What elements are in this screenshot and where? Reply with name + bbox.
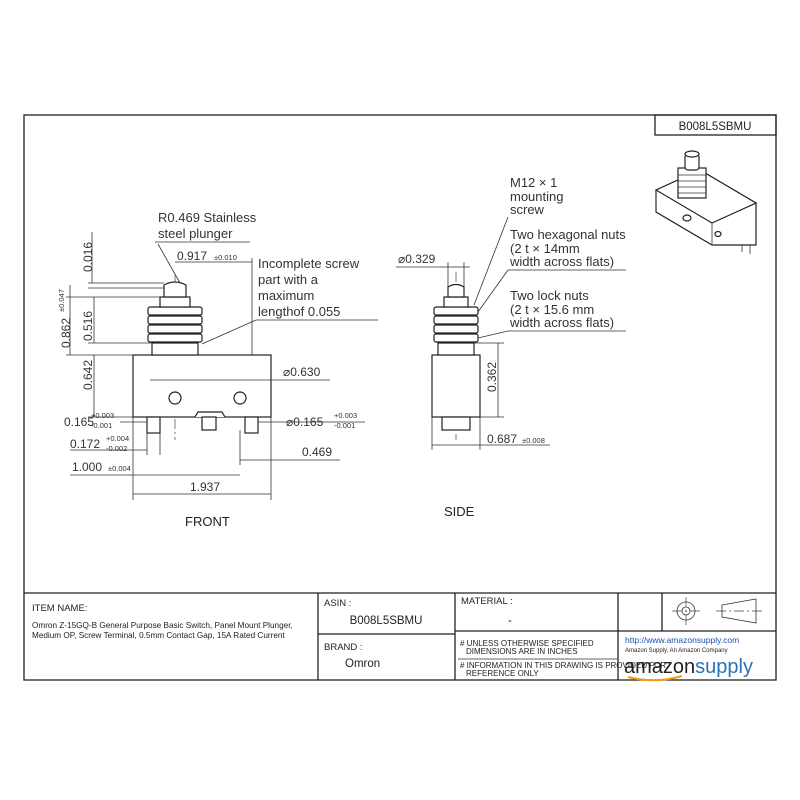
- dim-0-016: 0.016: [81, 242, 95, 272]
- note-mounting-3: screw: [510, 202, 545, 217]
- brand-value: Omron: [345, 658, 380, 670]
- dim-0-362: 0.362: [485, 362, 499, 392]
- note-mounting-1: M12 × 1: [510, 175, 557, 190]
- material-value: -: [508, 615, 512, 627]
- front-body: [132, 354, 272, 418]
- note-screw-3: maximum: [258, 288, 314, 303]
- note-mounting-2: mounting: [510, 189, 563, 204]
- brand-label: BRAND :: [324, 642, 363, 653]
- note-reference-1: # INFORMATION IN THIS DRAWING IS PROVIDE…: [460, 661, 666, 670]
- note-lock-1: Two lock nuts: [510, 288, 589, 303]
- isometric-view: [654, 150, 758, 254]
- side-dimensions: ⌀0.329 M12 × 1 mounting screw Two hexago…: [396, 175, 626, 519]
- note-lock-2: (2 t × 15.6 mm: [510, 302, 594, 317]
- side-plunger: [447, 283, 465, 298]
- dim-1-000: 1.000: [72, 460, 102, 474]
- note-hex-3: width across flats): [509, 254, 614, 269]
- item-name-line2: Medium OP, Screw Terminal, 0.5mm Contact…: [32, 631, 285, 640]
- projection-symbol: [672, 597, 762, 625]
- side-view: [431, 272, 481, 440]
- dim-phi-0-165: ⌀0.165: [286, 415, 324, 429]
- logo-smile: [627, 675, 683, 682]
- note-reference-2: REFERENCE ONLY: [466, 669, 539, 678]
- note-units-2: DIMENSIONS ARE IN INCHES: [466, 647, 578, 656]
- note-hex-2: (2 t × 14mm: [510, 241, 580, 256]
- dim-0-172: 0.172: [70, 437, 100, 451]
- dim-1-937: 1.937: [190, 480, 220, 494]
- dim-0-165-left-tol-up: +0.003: [91, 411, 114, 420]
- front-plunger: [163, 281, 187, 298]
- dim-0-862-tol: ±0.047: [57, 289, 66, 312]
- note-lock-3: width across flats): [509, 315, 614, 330]
- title-block: ITEM NAME: Omron Z-15GQ-B General Purpos…: [32, 593, 776, 682]
- part-number-box: [654, 114, 777, 136]
- material-label: MATERIAL :: [461, 596, 513, 607]
- dim-phi-0-329: ⌀0.329: [398, 252, 436, 266]
- item-name-line1: Omron Z-15GQ-B General Purpose Basic Swi…: [32, 621, 293, 630]
- logo-supply: supply: [695, 656, 753, 678]
- item-name-label: ITEM NAME:: [32, 603, 87, 614]
- note-plunger-2: steel plunger: [158, 226, 233, 241]
- dim-0-917: 0.917: [177, 249, 207, 263]
- dim-0-172-tol-up: +0.004: [106, 434, 129, 443]
- note-units-1: # UNLESS OTHERWISE SPECIFIED: [460, 639, 594, 648]
- sheet-border: [23, 114, 777, 681]
- dim-1-000-tol: ±0.004: [108, 464, 131, 473]
- side-body: [431, 354, 481, 418]
- side-view-label: SIDE: [444, 504, 475, 519]
- asin-label: ASIN :: [324, 598, 351, 609]
- front-view-label: FRONT: [185, 514, 230, 529]
- dim-0-687-tol: ±0.008: [522, 436, 545, 445]
- dim-0-516: 0.516: [81, 311, 95, 341]
- front-view: [132, 275, 272, 440]
- supplier-tagline: Amazon Supply, An Amazon Company: [625, 648, 728, 654]
- supplier-url[interactable]: http://www.amazonsupply.com: [625, 635, 739, 645]
- logo-amazon: amazon: [624, 656, 695, 678]
- amazon-supply-logo: amazonsupply: [624, 656, 753, 682]
- dim-phi-0-165-tol-dn: -0.001: [334, 421, 355, 430]
- logo-text: amazonsupply: [624, 656, 753, 678]
- dim-0-469: 0.469: [302, 445, 332, 459]
- front-dimensions: 0.016 0.862 ±0.047 0.516 0.642 0.917 ±0.…: [57, 210, 378, 529]
- dim-0-687: 0.687: [487, 432, 517, 446]
- dim-0-642: 0.642: [81, 360, 95, 390]
- dim-0-917-tol: ±0.010: [214, 253, 237, 262]
- dim-0-862: 0.862: [59, 318, 73, 348]
- dim-0-165-left-tol-dn: -0.001: [91, 421, 112, 430]
- part-number: B008L5SBMU: [679, 121, 752, 133]
- dim-phi-0-165-tol-up: +0.003: [334, 411, 357, 420]
- note-plunger-1: R0.469 Stainless: [158, 210, 257, 225]
- note-hex-1: Two hexagonal nuts: [510, 227, 626, 242]
- note-screw-1: Incomplete screw: [258, 256, 360, 271]
- asin-value: B008L5SBMU: [350, 615, 423, 627]
- note-screw-2: part with a: [258, 272, 319, 287]
- note-screw-4: lengthof 0.055: [258, 304, 340, 319]
- dim-phi-0-630: ⌀0.630: [283, 365, 321, 379]
- dim-0-165-left: 0.165: [64, 415, 94, 429]
- dim-0-172-tol-dn: -0.002: [106, 444, 127, 453]
